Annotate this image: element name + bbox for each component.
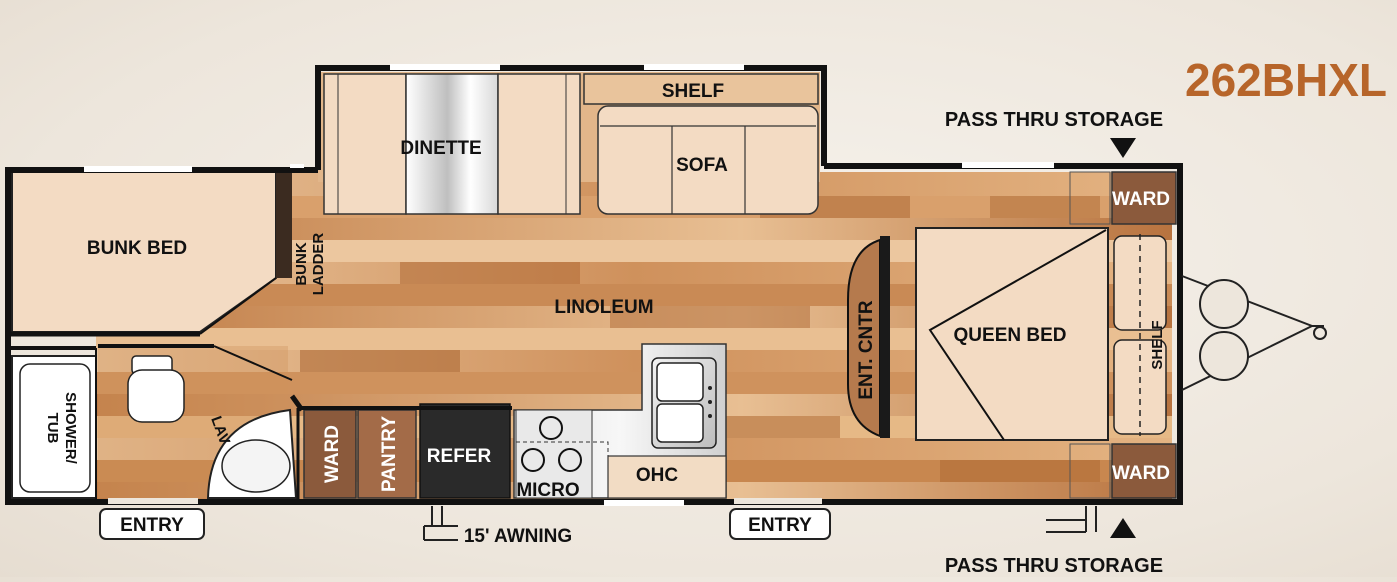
- entry-left: ENTRY: [99, 508, 205, 540]
- pass-thru-bottom-marker: [1046, 506, 1097, 533]
- pass-thru-top-arrow-icon: [1110, 138, 1136, 158]
- entry-left-label: ENTRY: [120, 515, 184, 536]
- bunk-ladder-label-2: LADDER: [310, 233, 327, 296]
- ward-top: WARD: [1111, 171, 1177, 225]
- kitchen-ward: WARD: [303, 409, 357, 499]
- sofa-label: SOFA: [676, 155, 728, 176]
- queen-bed-label: QUEEN BED: [954, 325, 1067, 346]
- linoleum-label: LINOLEUM: [554, 297, 653, 318]
- shower-tub: SHOWER/ TUB: [11, 355, 97, 499]
- model-number: 262BHXL: [1185, 54, 1387, 106]
- refrigerator: REFER: [419, 403, 511, 499]
- ward-bottom: WARD: [1111, 443, 1177, 499]
- entertainment-center: ENT. CNTR: [847, 236, 890, 438]
- pass-thru-bottom-label: PASS THRU STORAGE: [945, 555, 1163, 577]
- bunk-bed-label: BUNK BED: [87, 238, 187, 259]
- pass-thru-bottom-arrow-icon: [1110, 518, 1136, 538]
- ward-bottom-label: WARD: [1112, 463, 1170, 484]
- shelf-side-label: SHELF: [1149, 320, 1166, 369]
- lavatory: LAV: [206, 408, 298, 499]
- entry-right: ENTRY: [729, 508, 831, 540]
- entry-right-door: [734, 498, 822, 504]
- ward-kitchen-label: WARD: [322, 425, 343, 483]
- pass-thru-bottom-compartment: [1069, 443, 1111, 499]
- refer-label: REFER: [427, 446, 492, 467]
- pass-thru-top-compartment: [1069, 171, 1111, 225]
- ohc-label: OHC: [636, 465, 679, 486]
- queen-bed: QUEEN BED SHELF: [915, 227, 1167, 441]
- pantry: PANTRY: [357, 409, 417, 499]
- shower-label-2: TUB: [44, 413, 61, 444]
- shower-label-1: SHOWER/: [62, 392, 79, 465]
- ward-top-label: WARD: [1112, 189, 1170, 210]
- kitchen-sink: [651, 357, 717, 449]
- pass-thru-top-label: PASS THRU STORAGE: [945, 109, 1163, 131]
- entry-right-label: ENTRY: [748, 515, 812, 536]
- dinette: DINETTE: [323, 73, 581, 215]
- hitch: [1181, 275, 1327, 391]
- entry-left-door: [108, 498, 198, 504]
- micro-label: MICRO: [516, 480, 579, 501]
- toilet: [127, 355, 185, 423]
- windows: [84, 64, 1054, 506]
- walls: [5, 65, 1183, 505]
- pantry-label: PANTRY: [379, 416, 400, 492]
- sofa: SOFA: [597, 105, 819, 215]
- bunk-ladder: [276, 172, 292, 278]
- shelf-top: SHELF: [583, 73, 819, 105]
- awning-label: 15' AWNING: [464, 526, 572, 547]
- awning-marker: [423, 506, 458, 541]
- dinette-label: DINETTE: [400, 138, 481, 159]
- ent-cntr-label: ENT. CNTR: [856, 300, 877, 400]
- shelf-top-label: SHELF: [662, 81, 724, 102]
- bunk-ladder-label-1: BUNK: [293, 242, 310, 285]
